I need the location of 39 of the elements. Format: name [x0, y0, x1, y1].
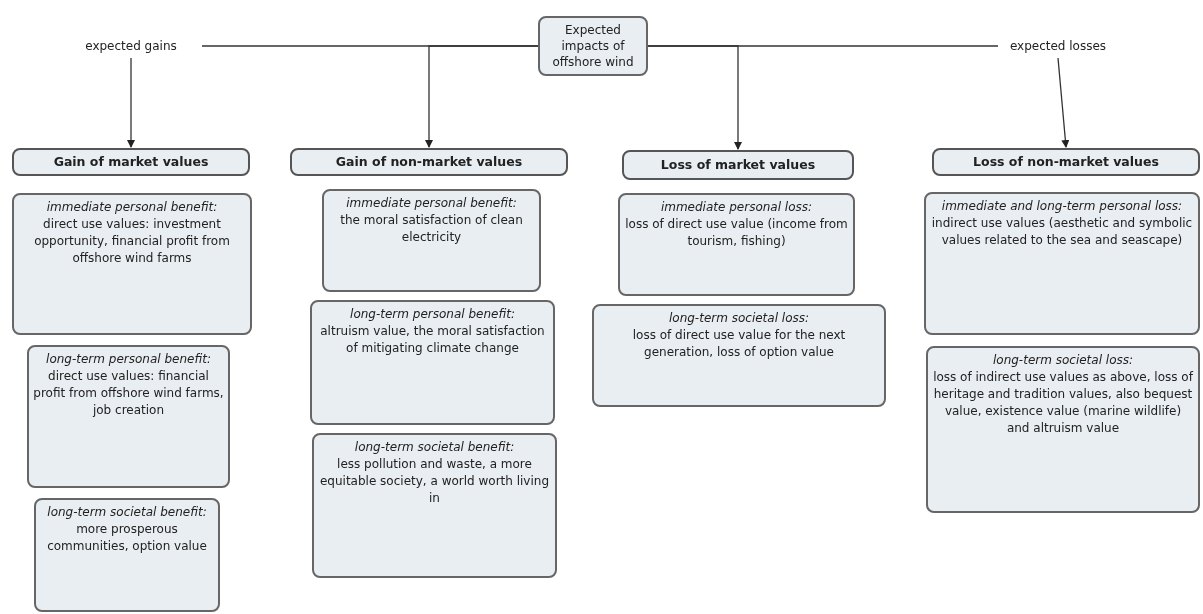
value-heading: immediate personal benefit: — [46, 199, 218, 216]
arrow — [1057, 57, 1070, 148]
value-box — [12, 193, 252, 335]
value-box — [312, 433, 557, 578]
category-box: Gain of non-market values — [290, 148, 568, 176]
value-box — [310, 300, 555, 425]
value-box — [618, 193, 855, 296]
arrow — [425, 45, 539, 148]
value-box — [926, 346, 1200, 513]
value-heading: immediate and long-term personal loss: — [941, 198, 1183, 215]
arrow — [127, 57, 135, 148]
value-description: less pollution and waste, a more equitable society, a world worth living in — [318, 456, 551, 507]
value-description: loss of direct use value (income from tourism, fishing) — [624, 216, 849, 250]
arrow — [647, 45, 742, 150]
value-heading: long-term personal benefit: — [350, 306, 515, 323]
value-heading: immediate personal benefit: — [346, 195, 517, 212]
value-description: direct use values: investment opportunity, financial profit from offshore wind farms — [33, 216, 231, 267]
value-description: indirect use values (aesthetic and symbolic values related to the sea and seascape) — [930, 215, 1194, 249]
value-box — [34, 498, 220, 612]
value-heading: long-term personal benefit: — [46, 351, 211, 368]
category-box: Loss of market values — [622, 150, 854, 180]
value-box — [322, 189, 541, 292]
value-description: loss of direct use value for the next generation, loss of option value — [631, 327, 847, 361]
value-heading: long-term societal benefit: — [354, 439, 515, 456]
value-description: altruism value, the moral satisfaction of mitigating climate change — [319, 323, 546, 357]
value-box — [924, 192, 1200, 335]
category-box: Loss of non-market values — [932, 148, 1200, 176]
category-box: Gain of market values — [12, 148, 250, 176]
value-heading: long-term societal loss: — [992, 352, 1134, 369]
value-box — [592, 304, 886, 407]
value-description: more prosperous communities, option value — [46, 521, 208, 555]
value-heading: long-term societal loss: — [668, 310, 810, 327]
value-description: the moral satisfaction of clean electricity — [339, 212, 524, 246]
value-heading: immediate personal loss: — [660, 199, 813, 216]
value-description: loss of indirect use values as above, loss of heritage and tradition values, also bequest value, existence value (marine wildlife) and altruism value — [932, 369, 1194, 437]
value-box — [27, 345, 230, 488]
topic-box: Expected impacts of offshore wind — [538, 16, 648, 76]
value-heading: long-term societal benefit: — [47, 504, 207, 521]
value-description: direct use values: financial profit from offshore wind farms, job creation — [33, 368, 224, 419]
